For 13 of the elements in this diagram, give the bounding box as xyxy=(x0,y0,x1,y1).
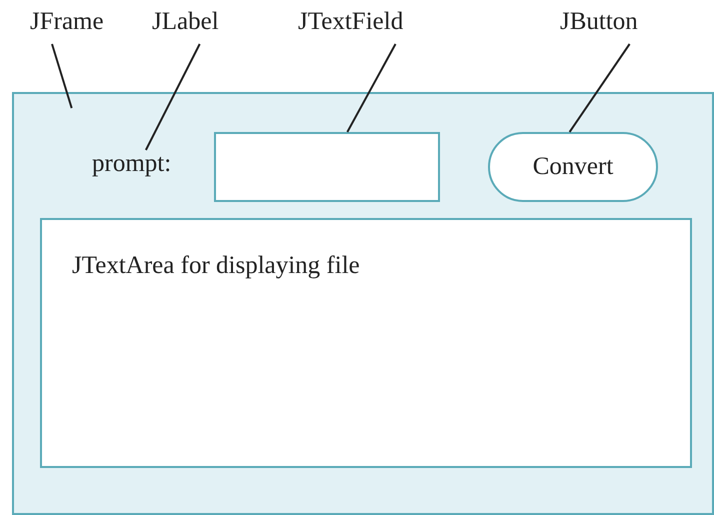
text-area: JTextArea for displaying file xyxy=(40,218,692,468)
leader-line xyxy=(145,44,201,150)
leader-line xyxy=(51,44,73,108)
prompt-label: prompt: xyxy=(92,150,202,186)
callout-label: JLabel xyxy=(152,8,242,44)
callout-label: JButton xyxy=(560,8,680,44)
convert-button: Convert xyxy=(488,132,658,202)
leader-line xyxy=(346,44,396,132)
callout-label: JFrame xyxy=(30,8,130,44)
window-frame xyxy=(12,92,714,515)
leader-line xyxy=(568,43,630,133)
callout-label: JTextField xyxy=(298,8,448,44)
text-field xyxy=(214,132,440,202)
